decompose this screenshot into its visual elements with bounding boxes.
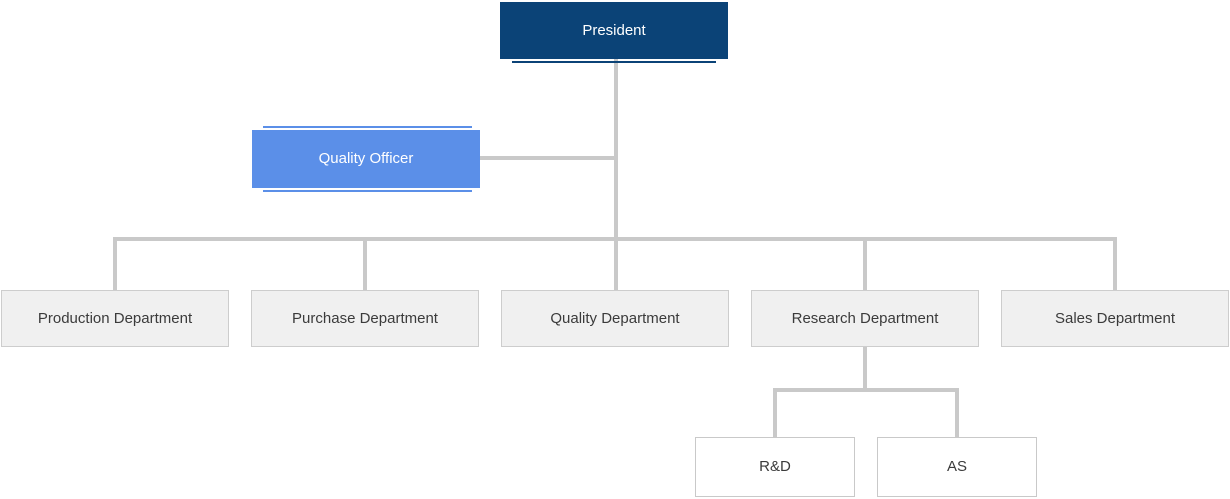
connector-research-children-horizontal (773, 388, 959, 392)
connector-research-stub (863, 347, 867, 388)
node-quality-officer-label: Quality Officer (318, 150, 414, 167)
node-purchase-department-label: Purchase Department (292, 309, 438, 327)
node-purchase-department[interactable]: Purchase Department (251, 290, 479, 347)
node-research-department[interactable]: Research Department (751, 290, 979, 347)
node-quality-officer[interactable]: Quality Officer (252, 126, 480, 192)
connector-drop-as (955, 392, 959, 437)
node-rd[interactable]: R&D (695, 437, 855, 497)
node-production-department-label: Production Department (37, 309, 193, 327)
node-sales-department-label: Sales Department (1054, 309, 1176, 327)
connector-drop-production (113, 241, 117, 290)
connector-drop-purchase (363, 241, 367, 290)
node-rd-label: R&D (759, 458, 791, 475)
node-as[interactable]: AS (877, 437, 1037, 497)
connector-quality-officer (479, 156, 614, 160)
node-quality-department[interactable]: Quality Department (501, 290, 729, 347)
connector-drop-quality (614, 241, 618, 290)
node-president-label: President (582, 21, 646, 39)
node-quality-department-label: Quality Department (550, 309, 680, 327)
connector-drop-research (863, 241, 867, 290)
connector-drop-rd (773, 392, 777, 437)
node-as-label: AS (946, 458, 967, 475)
node-research-department-label: Research Department (791, 309, 939, 327)
node-president[interactable]: President (500, 2, 728, 63)
connector-drop-sales (1113, 241, 1117, 290)
node-production-department[interactable]: Production Department (1, 290, 229, 347)
connector-president-trunk (614, 59, 618, 237)
connector-departments-horizontal (113, 237, 1117, 241)
node-sales-department[interactable]: Sales Department (1001, 290, 1229, 347)
